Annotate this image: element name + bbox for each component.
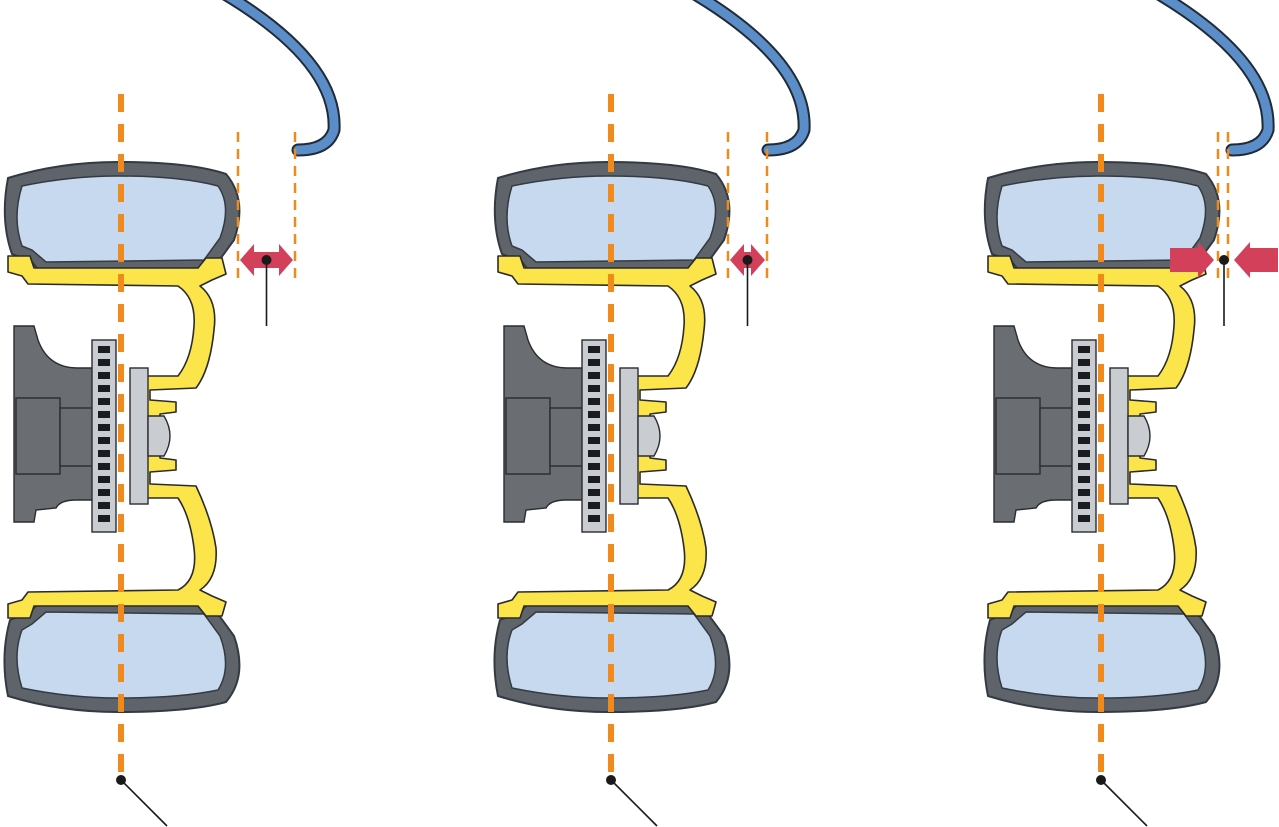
fender: [225, 0, 339, 155]
fender: [1159, 0, 1273, 155]
wheel-panel-1: [3, 0, 341, 827]
opposing-arrows-icon-right: [1234, 242, 1278, 278]
centerline-leader: [1100, 779, 1148, 827]
wheel-panel-2: [493, 0, 811, 827]
fender: [695, 0, 809, 155]
opposing-arrows-icon-left: [1170, 242, 1214, 278]
centerline-leader: [120, 779, 168, 827]
centerline-leader: [610, 779, 658, 827]
wheel-panel-3: [983, 0, 1278, 827]
